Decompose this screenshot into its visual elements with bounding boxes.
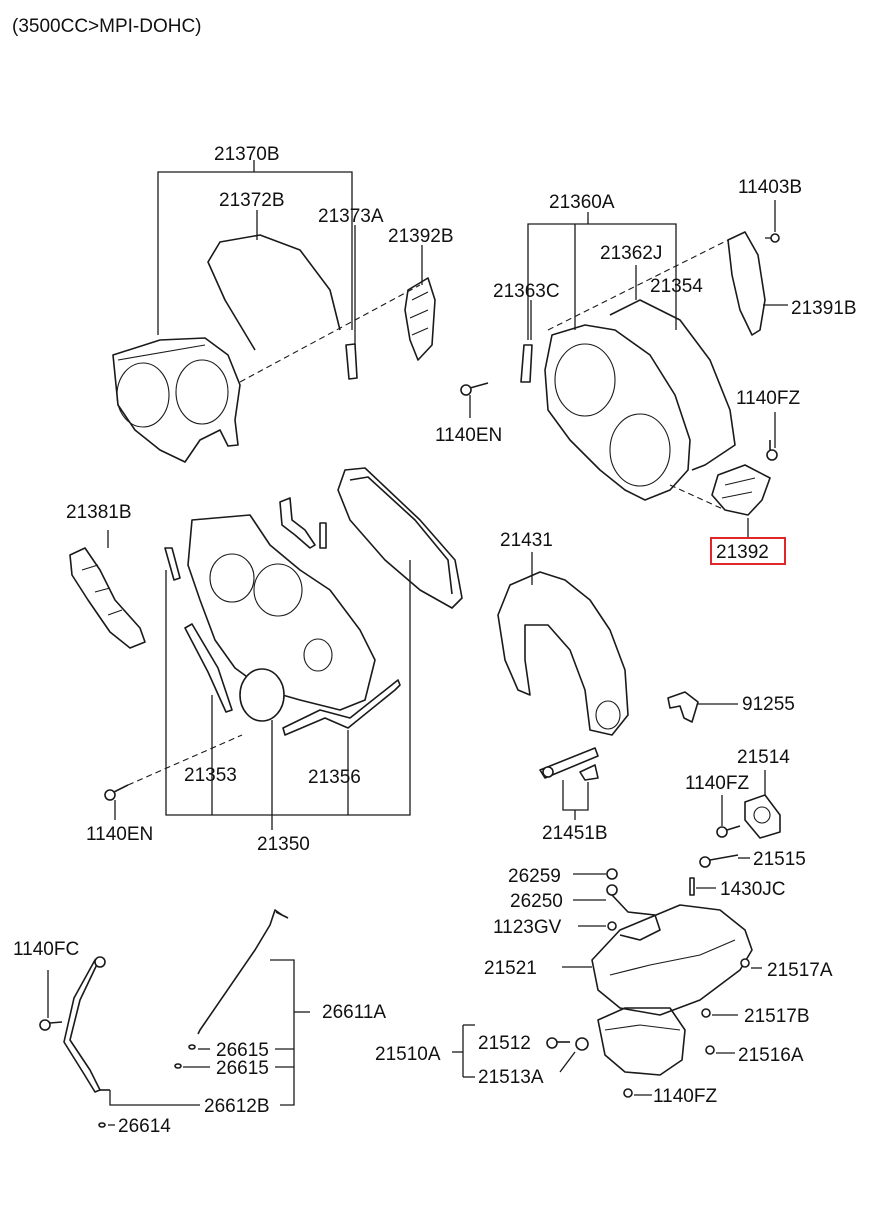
dipstick (197, 909, 289, 1035)
part-labels: 21370B 21372B 21373A 21392B 21360A 21362… (13, 144, 857, 1137)
oil-pan-lower (597, 1007, 686, 1076)
label-21517a: 21517A (767, 960, 833, 981)
label-21392b: 21392B (388, 226, 454, 247)
label-26611a: 26611A (322, 1002, 386, 1023)
pin-1430jc (689, 877, 716, 896)
leaders-21360a (469, 200, 788, 537)
bolt-1140en-lower (104, 784, 129, 801)
lower-timing-cover (187, 514, 376, 722)
label-21431: 21431 (500, 530, 553, 551)
rear-plate-21431 (497, 571, 629, 736)
label-1140en-lower: 1140EN (86, 824, 153, 845)
label-21381b: 21381B (66, 502, 132, 523)
cover-strip-21373a (345, 343, 358, 380)
label-21370b: 21370B (214, 144, 280, 165)
label-91255: 91255 (742, 694, 795, 715)
bracket-21381b (69, 547, 146, 649)
label-21354: 21354 (650, 276, 703, 297)
label-21363c: 21363C (493, 281, 560, 302)
highlight-box-21392 (710, 537, 786, 565)
label-1140fz-bottom: 1140FZ (653, 1086, 717, 1107)
engine-spec-header: (3500CC>MPI-DOHC) (12, 16, 202, 37)
bolt-11403b (765, 233, 780, 243)
bracket-21392b (404, 277, 436, 361)
bolt-1140fc (39, 970, 63, 1031)
label-1140en-upper: 1140EN (435, 425, 502, 446)
plug-21512 (546, 1037, 570, 1049)
gasket-21513a (559, 1037, 589, 1073)
label-21360a: 21360A (549, 192, 615, 213)
label-1140fz-upper: 1140FZ (736, 388, 800, 409)
strip-21363c (520, 344, 533, 383)
bracket-21391b (727, 231, 766, 336)
label-21517b: 21517B (744, 1006, 810, 1027)
label-26259: 26259 (508, 866, 561, 887)
label-21515: 21515 (753, 849, 806, 870)
label-21451b: 21451B (542, 823, 608, 844)
label-26612b: 26612B (204, 1096, 270, 1117)
cover-21514 (744, 770, 781, 839)
leaders-21350 (107, 530, 411, 830)
label-21392: 21392 (716, 542, 769, 563)
bracket-21392 (711, 464, 771, 516)
bolt-1123gv (578, 921, 617, 931)
label-21356: 21356 (308, 767, 361, 788)
label-21362j: 21362J (600, 243, 662, 264)
bracket-91255 (667, 691, 738, 723)
dipstick-guide-tube (63, 956, 110, 1093)
oil-strainer-26250 (573, 868, 661, 941)
bolt-1140fz-pan (716, 795, 741, 838)
upper-timing-cover-left (112, 337, 241, 463)
cover-gasket-21372b (207, 234, 341, 351)
bolt-1140en-upper (460, 382, 489, 396)
label-21353: 21353 (184, 765, 237, 786)
label-1123gv: 1123GV (493, 917, 562, 938)
orings-26615 (98, 1044, 196, 1128)
sensor-21451b (539, 747, 599, 820)
label-26614: 26614 (118, 1116, 171, 1137)
gasket-21354 (609, 299, 736, 471)
label-21514: 21514 (737, 747, 790, 768)
leaders-21510a (452, 1024, 475, 1078)
label-1430jc: 1430JC (720, 879, 786, 900)
leaders-26611a (108, 959, 310, 1126)
label-21512: 21512 (478, 1033, 531, 1054)
label-1140fz-pan: 1140FZ (685, 773, 749, 794)
label-26250: 26250 (510, 891, 563, 912)
bolt-1140fz-upper (766, 440, 778, 461)
label-1140fc: 1140FC (13, 939, 79, 960)
label-21350: 21350 (257, 834, 310, 855)
label-21513a: 21513A (478, 1067, 544, 1088)
label-21391b: 21391B (791, 298, 857, 319)
label-26615-a: 26615 (216, 1040, 269, 1061)
timing-belt (337, 467, 463, 609)
label-21373a: 21373A (318, 206, 384, 227)
label-21510a: 21510A (375, 1044, 441, 1065)
seals-21356 (164, 497, 401, 736)
label-11403b: 11403B (738, 177, 802, 198)
bolts-pan (623, 958, 762, 1098)
label-21372b: 21372B (219, 190, 285, 211)
upper-timing-cover-right (544, 324, 691, 501)
label-26615-b: 26615 (216, 1058, 269, 1079)
bolt-21515 (699, 854, 750, 868)
leaders-21370b (157, 160, 423, 383)
label-21521: 21521 (484, 958, 537, 979)
label-21516a: 21516A (738, 1045, 804, 1066)
